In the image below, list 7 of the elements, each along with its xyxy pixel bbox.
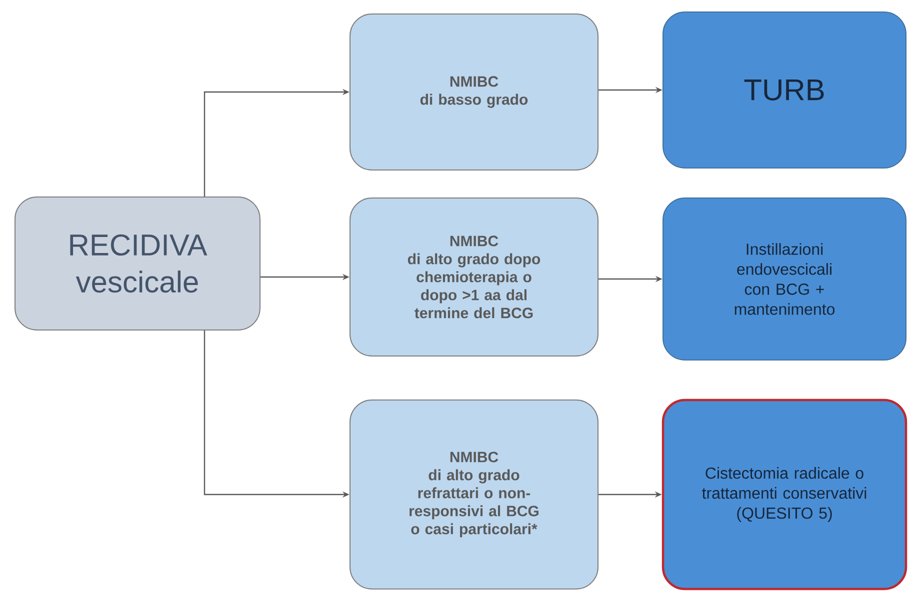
treatment-box: TURB	[662, 12, 906, 168]
start-box: RECIDIVA vescicale	[14, 196, 260, 330]
treatment-box: Instillazioni endovescicali con BCG + mantenimento	[662, 198, 906, 360]
treatment-box: Cistectomia radicale o trattamenti conservativi (QUESITO 5)	[662, 398, 908, 590]
condition-box: NMIBC di alto grado dopo chemioterapia o dopo >1 aa dal termine del BCG	[350, 198, 598, 356]
condition-box: NMIBC di alto grado refrattari o non-responsivi al BCG o casi particolari*	[350, 400, 598, 590]
condition-box: NMIBC di basso grado	[350, 14, 598, 170]
